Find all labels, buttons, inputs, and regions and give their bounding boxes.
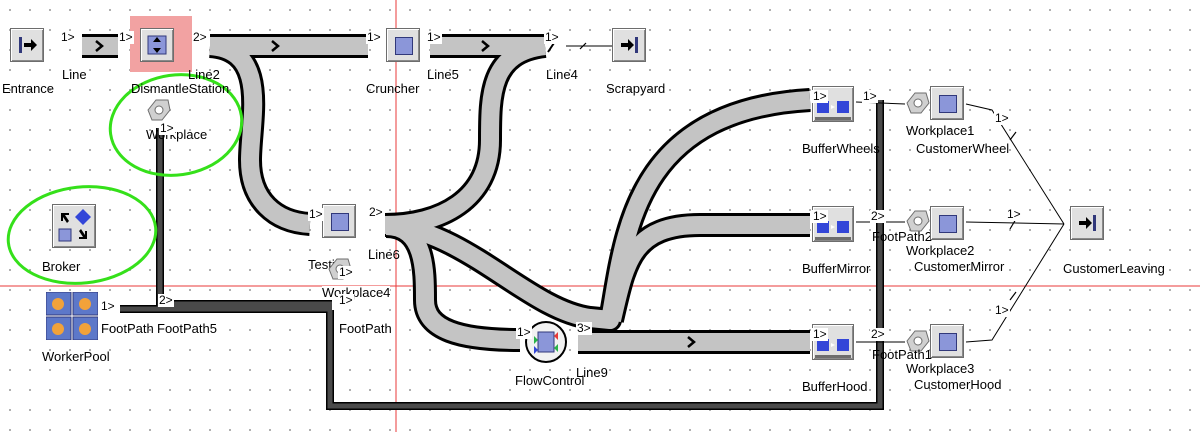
workplace-icon bbox=[147, 99, 171, 121]
workerpool-object[interactable] bbox=[46, 292, 98, 340]
dismantle-icon bbox=[147, 35, 167, 55]
line9-label: Line9 bbox=[576, 365, 608, 380]
workplace1-label: Workplace1 bbox=[906, 123, 975, 138]
entrance-label: Entrance bbox=[2, 81, 55, 96]
broker-label: Broker bbox=[42, 259, 81, 274]
footpath5-port: 2> bbox=[158, 293, 174, 307]
cruncher-object[interactable] bbox=[386, 28, 420, 62]
broker-icon bbox=[58, 209, 91, 242]
customer-wheel-label: CustomerWheel bbox=[916, 141, 1010, 156]
buffer-hood-label: BufferHood bbox=[802, 379, 868, 394]
scrapyard-object[interactable] bbox=[612, 28, 646, 62]
customer-wheel-port-out: 1> bbox=[994, 111, 1010, 125]
footpath5-label: FootPath5 bbox=[157, 321, 217, 336]
dismantle-station-object[interactable] bbox=[140, 28, 174, 62]
line6-label: Line6 bbox=[368, 247, 400, 262]
dismantle-port-in: 1> bbox=[118, 30, 134, 44]
customer-wheel-object[interactable] bbox=[930, 86, 964, 120]
drain-icon bbox=[621, 37, 638, 53]
buffer-mirror-label: BufferMirror bbox=[802, 261, 871, 276]
line-label: Line bbox=[62, 67, 87, 82]
customer-leaving-object[interactable] bbox=[1070, 206, 1104, 240]
entrance-object[interactable] bbox=[10, 28, 44, 62]
footpath-port-in: 1> bbox=[100, 299, 116, 313]
customer-leaving-label: CustomerLeaving bbox=[1063, 261, 1165, 276]
footpath1-label: FootPath1 bbox=[872, 347, 932, 362]
line5-port-in: 1> bbox=[426, 30, 442, 44]
customer-hood-label: CustomerHood bbox=[914, 377, 1002, 392]
buffer-icon bbox=[815, 221, 851, 240]
conveyor-direction-chevrons bbox=[95, 40, 696, 348]
buffer-wheels-label: BufferWheels bbox=[802, 141, 880, 156]
customer-hood-object[interactable] bbox=[930, 324, 964, 358]
customer-mirror-port-out: 1> bbox=[1006, 207, 1022, 221]
workplace2-object[interactable] bbox=[904, 208, 932, 234]
line5-label: Line5 bbox=[427, 67, 459, 82]
workplace1-object[interactable] bbox=[904, 90, 932, 116]
footpath2-label: FootPath2 bbox=[872, 229, 932, 244]
customer-hood-port-out: 1> bbox=[994, 303, 1010, 317]
cruncher-port-in: 1> bbox=[366, 30, 382, 44]
flowcontrol-port-in: 1> bbox=[516, 325, 532, 339]
line4-port-in: 1> bbox=[544, 30, 560, 44]
footpath-short-label: FootPath bbox=[101, 321, 154, 336]
buffer-icon bbox=[815, 339, 851, 358]
workerpool-label: WorkerPool bbox=[42, 349, 110, 364]
entrance-icon bbox=[19, 37, 37, 53]
testing-port-in: 1> bbox=[308, 207, 324, 221]
dismantle-port-out: 2> bbox=[192, 30, 208, 44]
buffer-mirror-port-in: 1> bbox=[812, 209, 828, 223]
buffer-hood-port-out: 2> bbox=[870, 327, 886, 341]
flowcontrol-icon bbox=[525, 321, 567, 363]
workplace1-icon bbox=[906, 92, 930, 114]
workplace4-port-a: 1> bbox=[338, 265, 354, 279]
conveyor-bodies bbox=[82, 37, 811, 351]
buffer-icon bbox=[815, 101, 851, 120]
line4-label: Line4 bbox=[546, 67, 578, 82]
workerpool-icon bbox=[46, 292, 98, 340]
workplace4-port-b: 1> bbox=[338, 293, 354, 307]
flowcontrol-port-out: 3> bbox=[576, 321, 592, 335]
scrapyard-label: Scrapyard bbox=[606, 81, 666, 96]
buffer-mirror-port-out: 2> bbox=[870, 209, 886, 223]
buffer-wheels-port-out: 1> bbox=[862, 89, 878, 103]
line2-label: Line2 bbox=[188, 67, 220, 82]
workplace-port: 1> bbox=[159, 121, 175, 135]
workplace2-icon bbox=[906, 210, 930, 232]
workplace-label: Workplace bbox=[146, 127, 208, 142]
buffer-hood-port-in: 1> bbox=[812, 327, 828, 341]
testing-port-out: 2> bbox=[368, 205, 384, 219]
workplace4-label: Workplace4 bbox=[322, 285, 391, 300]
annotation-circle-broker bbox=[6, 185, 158, 285]
line-port-in: 1> bbox=[60, 30, 76, 44]
workplace-object[interactable] bbox=[144, 96, 174, 124]
workplace2-label: Workplace2 bbox=[906, 243, 975, 258]
customer-mirror-object[interactable] bbox=[930, 206, 964, 240]
workplace3-icon bbox=[906, 330, 930, 352]
flowcontrol-object[interactable] bbox=[524, 320, 568, 364]
buffer-wheels-port-in: 1> bbox=[812, 89, 828, 103]
flowcontrol-label: FlowControl bbox=[515, 373, 585, 388]
footpath-label: FootPath bbox=[339, 321, 392, 336]
customer-mirror-label: CustomerMirror bbox=[914, 259, 1005, 274]
broker-object[interactable] bbox=[52, 204, 96, 248]
drain-icon bbox=[1079, 215, 1096, 231]
workplace3-label: Workplace3 bbox=[906, 361, 975, 376]
annotation-circle-workplace bbox=[108, 73, 244, 177]
workplace3-object[interactable] bbox=[904, 328, 932, 354]
dismantle-station-label: DismantleStation bbox=[131, 81, 230, 96]
testing-object[interactable] bbox=[322, 204, 356, 238]
cruncher-label: Cruncher bbox=[366, 81, 420, 96]
